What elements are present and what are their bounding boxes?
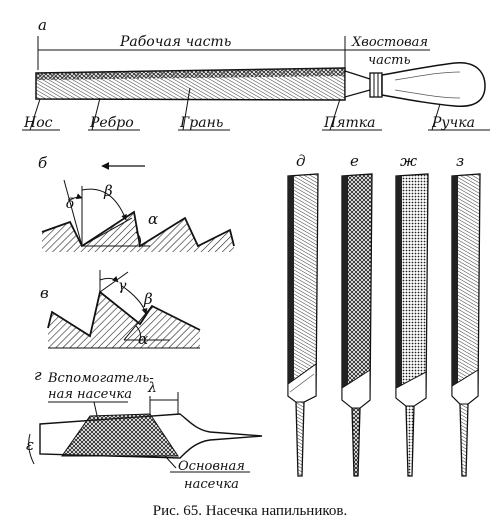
file-label-e: е bbox=[350, 152, 359, 170]
label-face: Грань bbox=[179, 115, 223, 131]
angle-beta-v: β bbox=[143, 290, 153, 308]
pitch-lambda: λ bbox=[147, 380, 157, 396]
shank-label-line1: Хвостовая bbox=[351, 35, 428, 50]
angle-alpha-v: α bbox=[138, 330, 148, 348]
main-cut-label-line2: насечка bbox=[184, 477, 239, 492]
angle-beta-b: β bbox=[103, 182, 113, 200]
handle-ferrule bbox=[369, 72, 383, 98]
section-v-tooth-profile: в γ β α bbox=[40, 270, 201, 349]
file-e-double-cut bbox=[341, 173, 373, 477]
label-heel: Пятка bbox=[323, 115, 375, 131]
label-v: в bbox=[40, 284, 49, 302]
figure-caption: Рис. 65. Насечка напильников. bbox=[153, 503, 347, 519]
file-label-d: д bbox=[296, 152, 306, 170]
file-zh-rasp bbox=[395, 173, 429, 477]
file-samples: д е ж з bbox=[287, 152, 481, 477]
section-a-file-overview: а Рабочая часть Хвостовая часть bbox=[22, 16, 490, 131]
angle-delta-b: δ bbox=[66, 196, 74, 212]
file-z-fine-cut bbox=[451, 173, 481, 477]
file-label-z: з bbox=[456, 152, 464, 170]
label-nose: Нос bbox=[23, 115, 53, 131]
label-edge: Ребро bbox=[89, 115, 134, 131]
label-b: б bbox=[38, 154, 48, 172]
angle-epsilon: ε bbox=[26, 436, 34, 454]
working-part-label: Рабочая часть bbox=[119, 34, 231, 50]
aux-cut-label-line2: ная насечка bbox=[48, 387, 132, 402]
section-g-double-cut: г Вспомогатель- ная насечка λ ε Основная… bbox=[26, 366, 263, 492]
aux-cut-label-line1: Вспомогатель- bbox=[47, 371, 154, 386]
file-d-single-cut bbox=[287, 173, 319, 477]
angle-gamma-v: γ bbox=[118, 278, 127, 294]
angle-alpha-b: α bbox=[148, 210, 158, 228]
label-a: а bbox=[38, 16, 47, 34]
file-tang bbox=[344, 70, 371, 98]
cut-pattern-area bbox=[61, 413, 179, 457]
label-g: г bbox=[34, 366, 42, 384]
label-handle: Ручка bbox=[431, 115, 475, 131]
main-cut-label-line1: Основная bbox=[178, 459, 245, 474]
wooden-handle bbox=[381, 62, 486, 107]
file-label-zh: ж bbox=[400, 152, 417, 170]
section-b-tooth-profile: б δ β α bbox=[38, 154, 235, 252]
shank-label-line2: часть bbox=[368, 53, 411, 68]
